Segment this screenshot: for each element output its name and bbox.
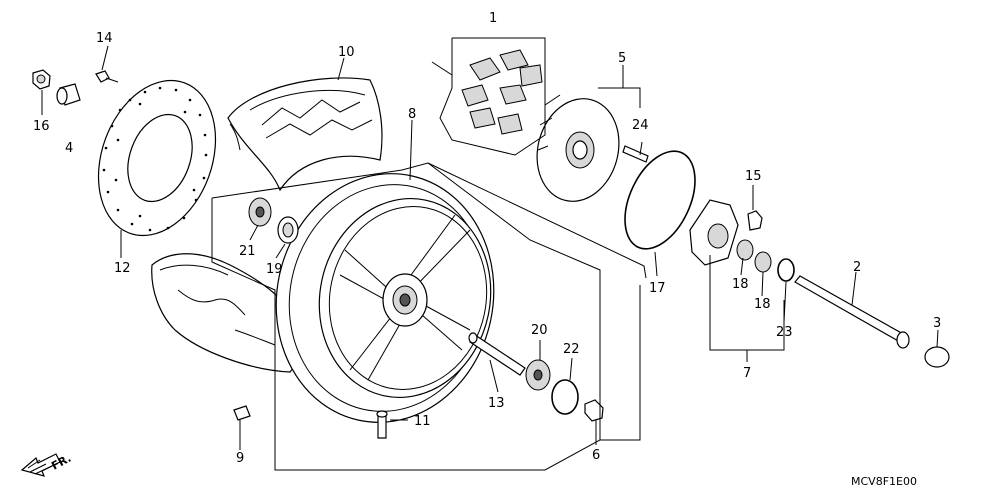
valve-11 bbox=[376, 410, 388, 439]
group-box-dampers bbox=[431, 37, 546, 156]
callout-15: 15 bbox=[745, 169, 762, 184]
o-ring-23 bbox=[777, 258, 795, 282]
callout-7: 7 bbox=[743, 366, 751, 381]
callout-21: 21 bbox=[239, 244, 256, 259]
callout-5: 5 bbox=[618, 51, 626, 66]
collar-4 bbox=[56, 83, 81, 106]
callout-3: 3 bbox=[933, 316, 941, 331]
callout-11: 11 bbox=[414, 414, 431, 429]
o-ring-22 bbox=[551, 379, 579, 415]
callout-20: 20 bbox=[531, 323, 548, 338]
stud-24 bbox=[622, 145, 649, 163]
bearing-18a bbox=[736, 239, 754, 261]
axle bbox=[794, 275, 910, 349]
callout-8: 8 bbox=[408, 107, 416, 122]
circlip-17 bbox=[624, 150, 696, 250]
bearing-20 bbox=[525, 359, 551, 391]
callout-10: 10 bbox=[338, 45, 355, 60]
callout-17: 17 bbox=[649, 281, 666, 296]
spacer-13 bbox=[468, 332, 526, 376]
weight-9 bbox=[233, 405, 251, 421]
front-direction-arrow: FR. bbox=[20, 452, 73, 477]
bolt-15 bbox=[747, 210, 763, 231]
bolt-14 bbox=[95, 70, 119, 83]
wheel-rim bbox=[275, 173, 495, 423]
callout-19: 19 bbox=[266, 262, 283, 277]
nut-16 bbox=[32, 69, 51, 90]
diagram-code: MCV8F1E00 bbox=[851, 475, 917, 488]
callout-22: 22 bbox=[563, 342, 580, 357]
damper-rubbers bbox=[461, 49, 543, 135]
callout-13: 13 bbox=[488, 396, 505, 411]
callout-6: 6 bbox=[592, 448, 600, 463]
callout-9: 9 bbox=[236, 451, 244, 466]
brake-disc bbox=[97, 79, 217, 237]
callout-16: 16 bbox=[33, 119, 50, 134]
callout-1: 1 bbox=[489, 11, 497, 26]
bearing-18b bbox=[754, 251, 772, 273]
seal-19 bbox=[277, 216, 299, 244]
callout-18a: 18 bbox=[732, 277, 749, 292]
callout-4: 4 bbox=[65, 141, 73, 156]
front-label: FR. bbox=[49, 452, 73, 473]
callout-12: 12 bbox=[114, 261, 131, 276]
nut-6 bbox=[584, 399, 604, 422]
callout-23: 23 bbox=[776, 325, 793, 340]
cap-3 bbox=[924, 346, 950, 368]
bearing-21 bbox=[248, 197, 272, 227]
driven-flange bbox=[536, 94, 620, 202]
tire bbox=[151, 77, 383, 373]
callout-18b: 18 bbox=[754, 297, 771, 312]
callout-2: 2 bbox=[853, 260, 861, 275]
side-collar bbox=[689, 199, 739, 266]
callout-14: 14 bbox=[96, 31, 113, 46]
callout-24: 24 bbox=[632, 118, 649, 133]
group-box-wheel bbox=[211, 162, 647, 471]
leader-lines bbox=[41, 45, 939, 450]
